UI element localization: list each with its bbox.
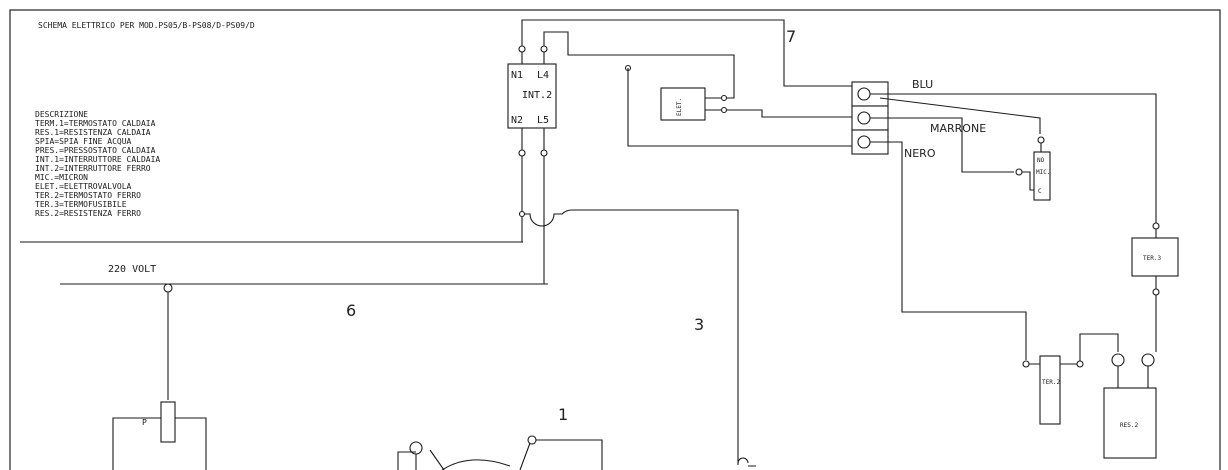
legend-item: TER.2=TERMOSTATO FERRO [35, 191, 141, 200]
termostato-ter2: TER.2 [1022, 333, 1125, 425]
int2-label: INT.2 [522, 90, 552, 101]
ref-number-7: 7 [786, 27, 796, 46]
legend-item: RES.1=RESISTENZA CALDAIA [35, 128, 151, 137]
terminal-block: BLU MARRONE NERO [851, 78, 1157, 360]
ter3-label: TER.3 [1143, 255, 1161, 262]
int2-terminal-l4: L4 [537, 70, 549, 81]
ref-number-3: 3 [694, 315, 704, 334]
wire-label-blu: BLU [912, 78, 933, 91]
int2-terminal-n1: N1 [511, 70, 523, 81]
int2-terminal-l5: L5 [537, 115, 549, 126]
ref-number-1: 1 [558, 405, 568, 424]
legend-item: TERM.1=TERMOSTATO CALDAIA [35, 119, 156, 128]
supply-lines: 220 VOLT [20, 241, 548, 285]
ter2-label: TER.2 [1042, 379, 1060, 386]
int2-terminal-n2: N2 [511, 115, 523, 126]
pres-label: P [142, 418, 147, 427]
micron-mic: NO MIC. C [1015, 136, 1051, 201]
legend-item: ELET.=ELETTROVALVOLA [35, 182, 132, 191]
supply-label: 220 VOLT [108, 264, 156, 275]
legend-item: PRES.=PRESSOSTATO CALDAIA [35, 146, 156, 155]
legend-item: INT.1=INTERRUTTORE CALDAIA [35, 155, 160, 164]
mic-no-label: NO [1037, 157, 1045, 164]
sheet-border [9, 9, 1221, 470]
legend-heading: DESCRIZIONE [35, 110, 88, 119]
pressostato-p: P [112, 283, 207, 470]
int2-wiring [518, 19, 852, 465]
switch-int2: N1 L4 INT.2 N2 L5 [507, 45, 557, 157]
legend-item: INT.2=INTERRUTTORE FERRO [35, 164, 151, 173]
diagram-title: SCHEMA ELETTRICO PER MOD.PS05/B-PS08/D-P… [38, 21, 255, 30]
elettrovalvola-elet: ELET. [660, 87, 852, 121]
legend-item: RES.2=RESISTENZA FERRO [35, 209, 141, 218]
termofusibile-ter3: TER.3 [1131, 222, 1179, 367]
wire-label-marrone: MARRONE [930, 122, 986, 135]
mic-c-label: C [1038, 188, 1042, 195]
resistenza-res2: RES.2 [1103, 366, 1157, 459]
mic-label: MIC. [1036, 169, 1050, 176]
component-1 [397, 435, 756, 470]
res2-label: RES.2 [1120, 422, 1138, 429]
ref-number-6: 6 [346, 301, 356, 320]
legend-item: TER.3=TERMOFUSIBILE [35, 200, 127, 209]
legend-item: SPIA=SPIA FINE ACQUA [35, 137, 132, 146]
elet-label: ELET. [676, 98, 683, 116]
wire-label-nero: NERO [904, 147, 936, 160]
legend-item: MIC.=MICRON [35, 173, 88, 182]
legend: DESCRIZIONE TERM.1=TERMOSTATO CALDAIA RE… [35, 110, 160, 218]
